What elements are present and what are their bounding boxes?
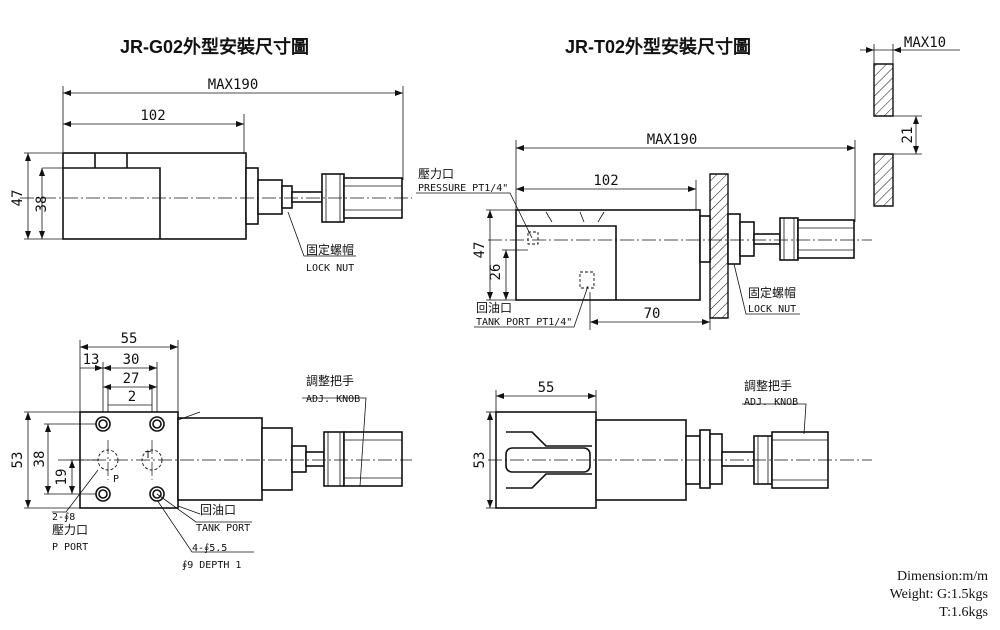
spec-weight: Weight: G:1.5kgs — [890, 587, 988, 602]
t02-pressure-port-label-en: PRESSURE PT1/4" — [418, 183, 508, 194]
g02-adj-knob-label-cn: 調整把手 — [306, 373, 354, 388]
t02-lock-nut-label-en: LOCK NUT — [748, 304, 796, 315]
t02-dim-102: 102 — [593, 173, 618, 189]
g02-tank-port-label-cn: 回油口 — [200, 503, 236, 517]
g02-port-t-label: T — [145, 450, 151, 461]
g02-dim-38: 38 — [32, 451, 48, 468]
t02-lock-nut-label-cn: 固定螺帽 — [748, 285, 796, 300]
g02-port-p-label: P — [113, 474, 119, 485]
t02-dim-max190: MAX190 — [647, 132, 698, 148]
g02-dim-30: 30 — [123, 352, 140, 368]
t02-adj-knob-label-en: ADJ. KNOB — [744, 397, 798, 408]
g02-p-port-label-cn: 壓力口 — [52, 523, 88, 537]
g02-hole-note-2: ∮9 DEPTH 1 — [182, 560, 241, 571]
g02-adj-knob-label-en: ADJ. KNOB — [306, 394, 360, 405]
title-jr-t02: JR-T02外型安裝尺寸圖 — [565, 36, 751, 57]
g02-dim-38: 38 — [34, 196, 50, 213]
t02-dim-47: 47 — [472, 242, 488, 259]
g02-dim-53: 53 — [10, 452, 26, 469]
g02-dim-19: 19 — [54, 469, 70, 486]
g02-side-view: MAX190 102 47 38 — [10, 77, 412, 257]
t02-dim-max10: MAX10 — [904, 35, 946, 51]
g02-p-port-note: 2-∮8 — [52, 512, 75, 523]
title-jr-g02: JR-G02外型安裝尺寸圖 — [120, 36, 309, 57]
t02-side-view: MAX190 102 47 26 — [416, 132, 872, 330]
t02-dim-55: 55 — [538, 380, 555, 396]
g02-dim-13: 13 — [83, 352, 100, 368]
g02-hole-note-1: 4-∮5.5 — [192, 543, 227, 554]
t02-tank-port-label-cn: 回油口 — [476, 301, 512, 315]
spec-weight-t: T:1.6kgs — [939, 605, 988, 620]
g02-tank-port-label-en: TANK PORT — [196, 523, 250, 534]
g02-dim-102: 102 — [140, 108, 165, 124]
g02-lock-nut-label-cn: 固定螺帽 — [306, 242, 354, 257]
t02-top-view: 55 53 — [472, 380, 872, 509]
spec-dimension: Dimension:m/m — [897, 569, 988, 584]
g02-dim-27: 27 — [123, 371, 140, 387]
g02-lock-nut-label-en: LOCK NUT — [306, 263, 354, 274]
t02-pressure-port-label-cn: 壓力口 — [418, 167, 454, 181]
t02-dim-53: 53 — [472, 452, 488, 469]
t02-dim-26: 26 — [488, 264, 504, 281]
t02-dim-21: 21 — [900, 127, 916, 144]
g02-dim-47: 47 — [10, 190, 26, 207]
t02-adj-knob-label-cn: 調整把手 — [744, 378, 792, 393]
g02-dim-max190: MAX190 — [208, 77, 259, 93]
t02-dim-70: 70 — [644, 306, 661, 322]
t02-panel-detail: MAX10 21 — [860, 35, 960, 207]
g02-p-port-label-en: P PORT — [52, 542, 88, 553]
t02-tank-port-label-en: TANK PORT PT1/4" — [476, 317, 572, 328]
g02-dim-55: 55 — [121, 331, 138, 347]
g02-dim-2: 2 — [128, 389, 136, 405]
g02-top-view: 55 13 30 27 2 — [10, 331, 412, 553]
